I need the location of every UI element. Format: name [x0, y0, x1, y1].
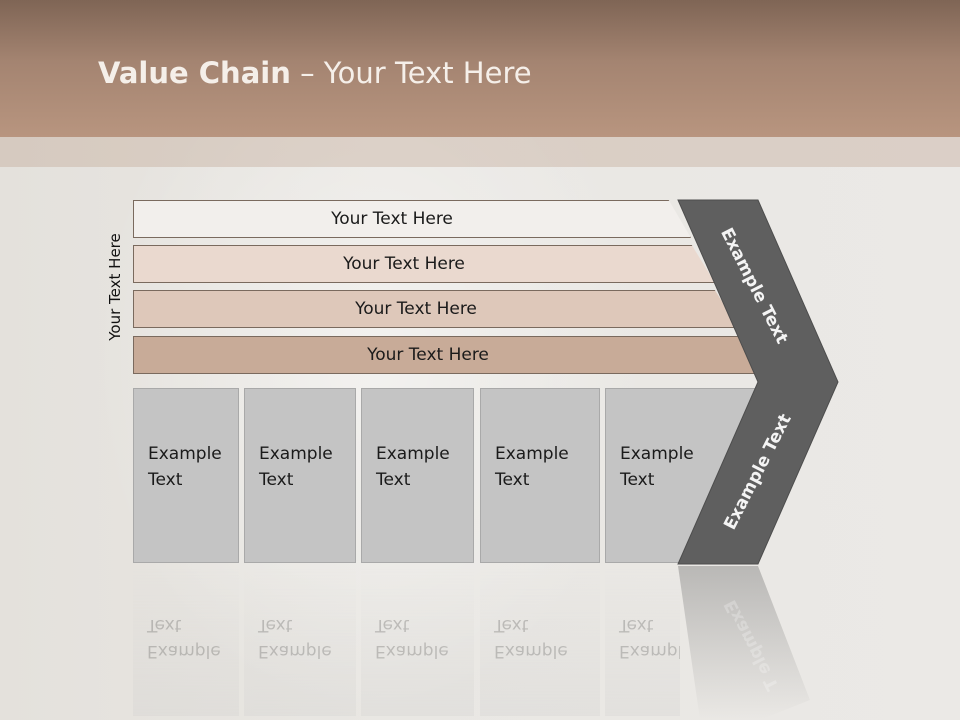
row-1-label: Your Text Here — [331, 209, 453, 229]
column-4-line2: Text — [495, 470, 530, 490]
title-bold: Value Chain — [98, 56, 291, 90]
column-4-line1: Example — [495, 444, 569, 464]
column-1: Example Text — [133, 388, 239, 563]
column-3-line1: Example — [376, 444, 450, 464]
column-5-line2: Text — [620, 470, 655, 490]
chevron-shape — [677, 199, 839, 565]
column-2-line1: Example — [259, 444, 333, 464]
column-4: Example Text — [480, 388, 600, 563]
slide-title: Value Chain – Your Text Here — [98, 56, 532, 90]
row-3-label: Your Text Here — [355, 299, 477, 319]
row-1: Your Text Here — [133, 200, 691, 238]
column-2: Example Text — [244, 388, 356, 563]
column-5-line1: Example — [620, 444, 694, 464]
title-rest: – Your Text Here — [290, 56, 532, 90]
column-1-line2: Text — [148, 470, 183, 490]
header-band — [0, 137, 960, 167]
row-2-label: Your Text Here — [343, 254, 465, 274]
row-3: Your Text Here — [133, 290, 739, 328]
column-3-line2: Text — [376, 470, 411, 490]
row-4: Your Text Here — [133, 336, 763, 374]
column-2-line2: Text — [259, 470, 294, 490]
column-3: Example Text — [361, 388, 474, 563]
row-4-label: Your Text Here — [367, 345, 489, 365]
chevron-reflection — [678, 566, 810, 720]
row-2: Your Text Here — [133, 245, 715, 283]
header-bar — [0, 0, 960, 137]
column-1-line1: Example — [148, 444, 222, 464]
